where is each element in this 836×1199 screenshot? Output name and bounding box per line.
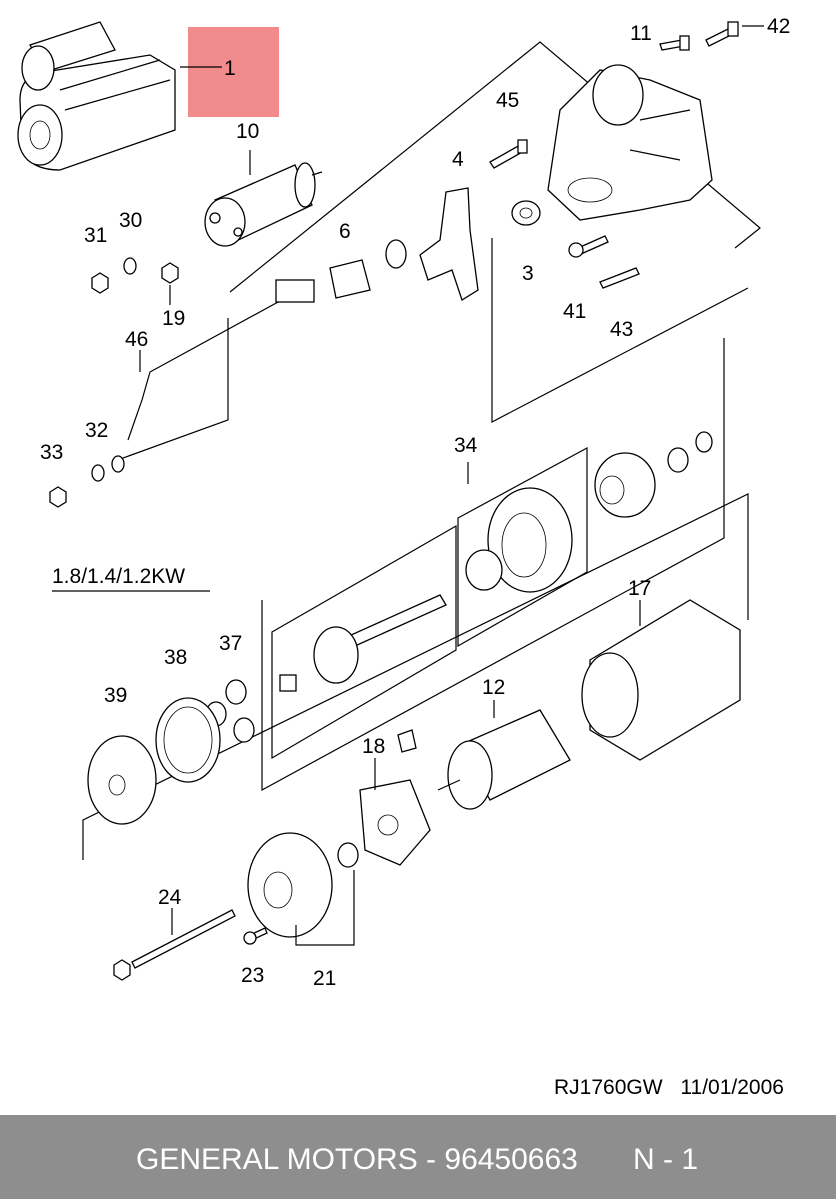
label-37: 37 xyxy=(219,632,242,655)
label-1: 1 xyxy=(224,57,236,80)
ring-gear xyxy=(465,487,573,593)
label-41: 41 xyxy=(563,300,586,323)
bolt-part-42 xyxy=(705,21,739,47)
through-bolt-part-24 xyxy=(113,908,236,981)
solenoid-part-10 xyxy=(204,150,323,247)
reference-line: RJ1760GW 11/01/2006 xyxy=(554,1076,796,1100)
label-38: 38 xyxy=(164,646,187,669)
label-11: 11 xyxy=(630,22,652,45)
part-6 xyxy=(329,239,407,299)
label-19: 19 xyxy=(162,307,185,330)
label-17: 17 xyxy=(628,577,651,600)
planet-gears-part-37 xyxy=(205,679,255,743)
fork-lever-part-4 xyxy=(419,187,479,301)
label-3: 3 xyxy=(522,262,534,285)
footer-bar: GENERAL MOTORS - 96450663 N - 1 xyxy=(0,1115,836,1199)
drive-housing xyxy=(547,64,713,221)
label-10: 10 xyxy=(236,120,259,143)
nut-part-33 xyxy=(49,486,67,508)
label-45: 45 xyxy=(496,89,519,112)
nut-part-31 xyxy=(91,272,109,294)
label-33: 33 xyxy=(40,441,63,464)
washer-part-30 xyxy=(123,257,137,275)
reference-date: 11/01/2006 xyxy=(680,1076,784,1099)
pinion-clutch xyxy=(594,431,713,518)
starter-assembly-thumbnail xyxy=(17,21,176,171)
brush-holder-part-18 xyxy=(359,729,431,866)
part-1-highlight xyxy=(188,27,279,117)
label-31: 31 xyxy=(84,224,107,247)
label-42: 42 xyxy=(767,15,790,38)
plate-part-39 xyxy=(87,735,157,825)
label-24: 24 xyxy=(158,886,182,909)
label-46: 46 xyxy=(125,328,148,351)
label-6: 6 xyxy=(339,220,351,243)
label-12: 12 xyxy=(482,676,505,699)
pinion-part-3 xyxy=(511,200,541,226)
screw-part-23 xyxy=(243,927,268,945)
bolt-part-11 xyxy=(659,35,690,51)
label-4: 4 xyxy=(452,148,464,171)
output-shaft xyxy=(279,594,447,692)
end-cover-part-21 xyxy=(247,832,359,946)
label-32: 32 xyxy=(85,419,108,442)
bolt-part-43 xyxy=(599,267,640,289)
label-21: 21 xyxy=(313,967,336,990)
bolt-part-45 xyxy=(489,139,528,169)
variant-note: 1.8/1.4/1.2KW xyxy=(52,565,185,588)
armature-part-12 xyxy=(437,700,571,810)
washer-part-32 xyxy=(91,455,125,482)
footer-page: N - 1 xyxy=(633,1143,699,1176)
label-43: 43 xyxy=(610,318,633,341)
cable-part-46 xyxy=(127,279,315,441)
footer-brand: GENERAL MOTORS - 96450663 xyxy=(136,1143,578,1176)
reference-code: RJ1760GW xyxy=(554,1076,663,1099)
label-30: 30 xyxy=(119,209,142,232)
label-23: 23 xyxy=(241,964,264,987)
label-18: 18 xyxy=(362,735,385,758)
label-39: 39 xyxy=(104,684,127,707)
yoke-frame-part-17 xyxy=(581,599,741,761)
ring-part-38 xyxy=(155,697,221,783)
nut-part-19 xyxy=(161,262,179,284)
label-34: 34 xyxy=(454,434,478,457)
exploded-parts-diagram: 1 10 11 42 45 4 30 31 6 3 19 41 43 46 32… xyxy=(17,15,790,990)
bolt-part-41 xyxy=(568,235,609,258)
